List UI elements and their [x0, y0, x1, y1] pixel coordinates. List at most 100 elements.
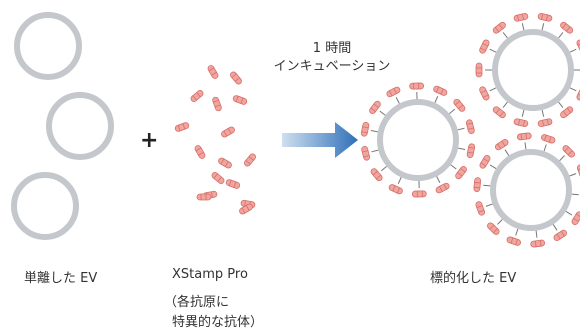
binding-stem: [489, 87, 497, 92]
antibody-icon: [212, 96, 222, 112]
isolated-ev-ring: [11, 172, 79, 240]
antibody-icon: [466, 143, 476, 159]
antibody-icon: [479, 39, 490, 54]
antibody-icon: [194, 145, 206, 159]
isolated-ev-ring: [14, 12, 82, 80]
antibody-icon: [475, 201, 486, 216]
binding-stem: [541, 109, 545, 117]
antibody-icon: [230, 71, 242, 85]
antibody-icon: [388, 184, 403, 195]
binding-stem: [397, 177, 402, 184]
antibody-icon: [232, 95, 248, 105]
binding-stem: [380, 165, 387, 172]
antibody-icon: [435, 182, 450, 194]
antibody-icon: [576, 86, 580, 101]
binding-stem: [449, 108, 456, 115]
antibody-icon: [479, 86, 490, 101]
binding-stem: [370, 129, 378, 133]
antibody-icon: [190, 90, 204, 102]
antibody-icon: [221, 126, 235, 138]
labeled-ev-label: 標的化した EV: [430, 271, 517, 286]
antibody-icon: [411, 190, 427, 198]
antibody-icon: [211, 172, 225, 184]
binding-stem: [450, 164, 457, 170]
incubation-text: インキュベーション: [273, 59, 391, 74]
antibody-icon: [465, 119, 475, 134]
binding-stem: [535, 230, 538, 238]
antibody-icon: [453, 98, 466, 112]
antibody-icon: [560, 21, 574, 34]
antibody-icon: [562, 145, 575, 158]
antibody-icon: [494, 139, 509, 151]
antibody-icon: [479, 155, 491, 169]
free-antibody-cluster: [174, 65, 256, 215]
binding-stem: [457, 127, 465, 131]
binding-stem: [571, 193, 579, 196]
xstamp-label: XStamp Pro: [172, 267, 248, 282]
binding-stem: [483, 184, 491, 187]
binding-stem: [436, 176, 441, 183]
binding-stem: [521, 109, 525, 117]
binding-stem: [569, 173, 577, 177]
binding-stem: [521, 23, 525, 31]
antibody-icon: [244, 153, 256, 167]
binding-stem: [485, 203, 493, 207]
antibody-icon: [487, 222, 500, 235]
antibody-icon: [361, 146, 371, 161]
binding-stem: [552, 224, 558, 231]
antibody-icon: [492, 21, 506, 34]
isolated-ev-group: [11, 12, 114, 240]
antibody-icon: [174, 122, 190, 132]
binding-stem: [558, 32, 564, 39]
antibody-icon: [530, 239, 546, 248]
antibody-icon: [516, 132, 532, 141]
antibody-icon: [506, 236, 521, 246]
binding-stem: [504, 149, 510, 156]
binding-stem: [569, 87, 577, 92]
binding-stem: [497, 218, 503, 225]
isolated-ev-label: 単離した EV: [24, 271, 98, 286]
incubation-arrow: [282, 122, 358, 158]
antibody-icon: [239, 203, 253, 215]
antibody-icon: [473, 177, 482, 192]
xstamp-note-line2: 特異的な抗体）: [172, 315, 264, 330]
binding-stem: [371, 149, 379, 153]
labeled-ev-ring: [490, 149, 572, 231]
binding-stem: [559, 155, 565, 162]
binding-stem: [502, 101, 508, 108]
binding-stem: [502, 32, 508, 39]
antibody-icon: [576, 164, 580, 179]
antibody-icon: [409, 82, 425, 90]
antibody-icon: [475, 62, 483, 78]
antibody-icon: [571, 211, 580, 225]
labeled-ev-ring: [377, 99, 459, 181]
binding-stem: [524, 142, 527, 150]
incubation-label: 1 時間 インキュベーション: [262, 40, 402, 76]
plus-operator: +: [140, 128, 159, 153]
antibody-icon: [207, 65, 219, 79]
antibody-icon: [513, 13, 529, 22]
antibody-icon: [560, 106, 574, 119]
binding-stem: [489, 48, 497, 53]
antibody-icon: [218, 157, 232, 169]
antibody-icon: [370, 168, 383, 182]
incubation-time: 1 時間: [312, 41, 352, 56]
antibody-icon: [369, 100, 381, 114]
binding-stem: [434, 96, 439, 103]
binding-stem: [565, 210, 573, 216]
binding-stem: [543, 144, 547, 152]
antibody-icon: [553, 229, 568, 241]
binding-stem: [489, 164, 497, 170]
antibody-icon: [386, 86, 401, 98]
antibody-icon: [492, 106, 506, 119]
antibody-icon: [537, 13, 553, 22]
binding-stem: [541, 23, 545, 31]
binding-stem: [558, 101, 564, 108]
antibody-icon: [196, 193, 212, 201]
antibody-icon: [360, 121, 370, 137]
isolated-ev-ring: [46, 92, 114, 160]
antibody-icon: [455, 166, 467, 180]
antibody-icon: [513, 118, 529, 127]
